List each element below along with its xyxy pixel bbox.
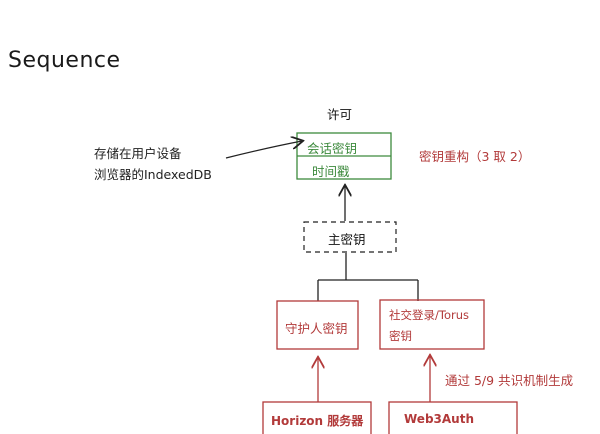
web3auth-label: Web3Auth — [404, 412, 474, 426]
storage-arrow — [225, 141, 302, 159]
social-login-box — [379, 299, 485, 350]
storage-note: 存储在用户设备 浏览器的IndexedDB — [94, 143, 212, 185]
storage-note-line1: 存储在用户设备 — [94, 146, 182, 161]
section-heading: Sequence — [8, 48, 121, 73]
master-key-label: 主密钥 — [328, 232, 366, 247]
horizon-server-label: Horizon 服务器 — [271, 414, 364, 428]
horizon-server-box — [262, 401, 372, 434]
reconstruct-note: 密钥重构（3 取 2） — [419, 149, 531, 164]
master-key-box — [303, 221, 397, 253]
social-login-line1: 社交登录/Torus — [389, 308, 469, 322]
social-login-line2: 密钥 — [389, 329, 412, 343]
permit-row-timestamp: 时间戳 — [312, 164, 350, 179]
storage-note-line2: 浏览器的IndexedDB — [94, 167, 212, 182]
permit-title: 许可 — [327, 107, 353, 122]
permit-row-session-key: 会话密钥 — [307, 141, 358, 156]
guardian-key-label: 守护人密钥 — [285, 321, 348, 336]
consensus-note: 通过 5/9 共识机制生成 — [445, 373, 574, 388]
guardian-key-box — [276, 300, 359, 350]
web3auth-box — [388, 401, 518, 434]
social-login-label: 社交登录/Torus 密钥 — [389, 305, 469, 347]
